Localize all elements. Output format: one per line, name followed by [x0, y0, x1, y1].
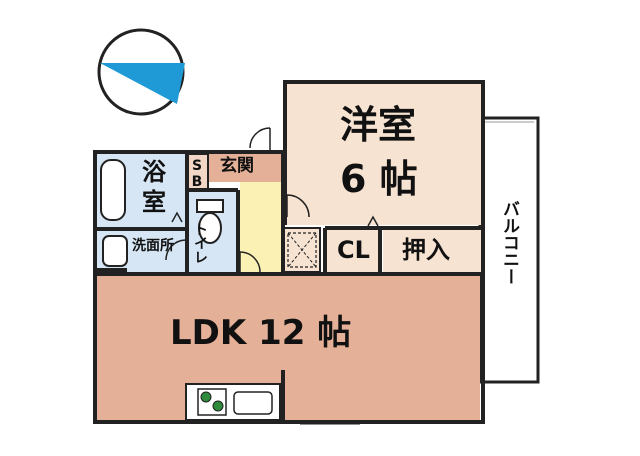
oshiire-floor [383, 228, 483, 272]
shoebox-label: SB [189, 158, 205, 190]
bath-label-1: 浴 [142, 158, 166, 186]
closet-label: CL [337, 236, 370, 264]
doors [165, 127, 310, 273]
hall-floor [240, 180, 282, 272]
washbasin [102, 235, 128, 267]
oshiire-label: 押入 [402, 236, 450, 264]
compass [97, 28, 185, 116]
bath-label-2: 室 [142, 188, 166, 216]
stove [197, 388, 227, 416]
walls [93, 80, 485, 424]
bathtub [100, 159, 126, 221]
toilet-tank [196, 199, 224, 213]
western-room-label-1: 洋室 [340, 103, 417, 147]
western-room-floor [285, 82, 483, 225]
washroom-label: 洗面所 [132, 238, 174, 254]
toilet-bowl [198, 212, 222, 244]
western-room-label-2: 6 帖 [340, 157, 418, 201]
ldk-floor [95, 275, 480, 422]
balcony [478, 116, 540, 384]
ldk-label: LDK 12 帖 [170, 313, 352, 353]
north-arrow-icon [100, 63, 185, 104]
toilet-label: トイレ [192, 222, 208, 264]
kitchen-sink [233, 391, 273, 415]
balcony-label: バルコニー [499, 200, 519, 285]
entrance-floor [208, 154, 283, 182]
closet-floor [326, 228, 380, 272]
wall-segment [95, 268, 127, 276]
entrance-label: 玄関 [220, 156, 254, 176]
